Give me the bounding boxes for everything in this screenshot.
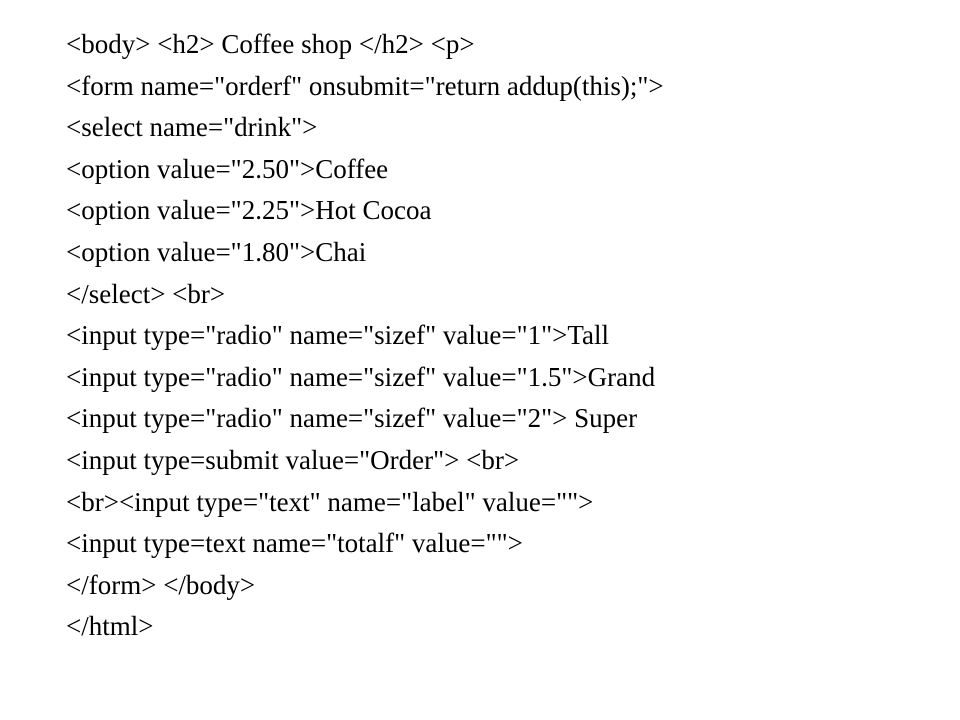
code-line-select-open: <select name="drink"> xyxy=(66,112,318,143)
code-line-option-hot-cocoa: <option value="2.25">Hot Cocoa xyxy=(66,195,432,226)
code-line-form-open: <form name="orderf" onsubmit="return add… xyxy=(66,70,664,101)
code-line-form-close: </form> </body> xyxy=(66,569,256,600)
code-listing: <body> <h2> Coffee shop </h2> <p> <form … xyxy=(66,24,946,648)
code-line-option-coffee: <option value="2.50">Coffee xyxy=(66,153,389,184)
code-line-radio-super: <input type="radio" name="sizef" value="… xyxy=(66,403,638,434)
code-line-html-close: </html> xyxy=(66,611,154,642)
code-line-text-total: <input type=text name="totalf" value=""> xyxy=(66,528,523,559)
code-line-option-chai: <option value="1.80">Chai xyxy=(66,236,367,267)
code-line-radio-grand: <input type="radio" name="sizef" value="… xyxy=(66,361,656,392)
code-line-radio-tall: <input type="radio" name="sizef" value="… xyxy=(66,320,609,351)
code-line-text-label: <br><input type="text" name="label" valu… xyxy=(66,486,594,517)
code-line-submit: <input type=submit value="Order"> <br> xyxy=(66,444,520,475)
code-line-body-h2: <body> <h2> Coffee shop </h2> <p> xyxy=(66,29,475,59)
code-line-select-close: </select> <br> xyxy=(66,278,226,309)
